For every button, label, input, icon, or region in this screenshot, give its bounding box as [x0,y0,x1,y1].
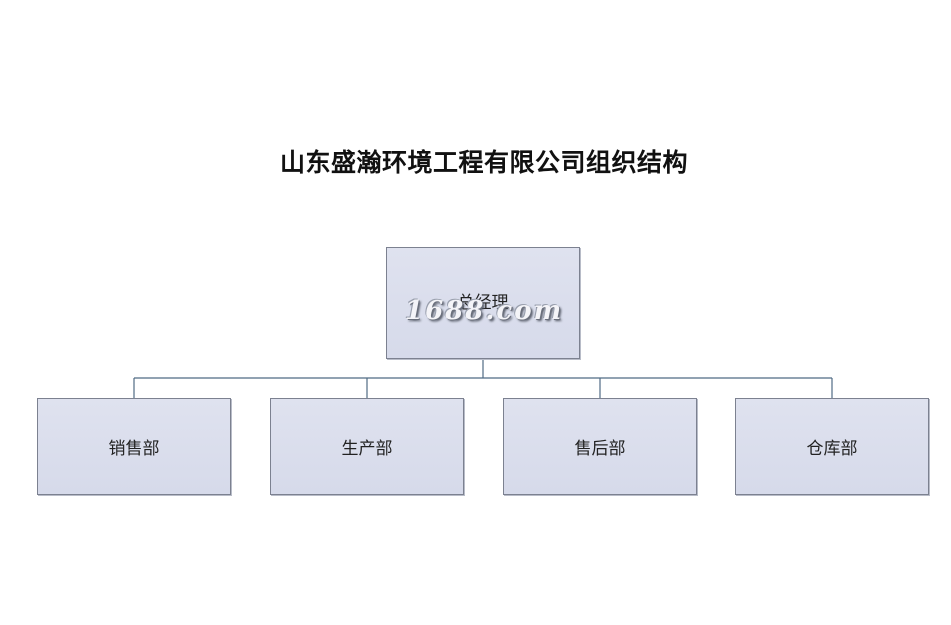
node-general-manager: 总经理 [386,247,580,359]
node-after-sales-dept: 售后部 [503,398,697,495]
watermark-logo: 1688.com [405,296,564,326]
node-after-sales-dept-label: 售后部 [574,439,626,459]
node-general-manager-label: 总经理 [457,292,509,313]
node-sales-dept-label: 销售部 [108,439,160,459]
chart-title: 山东盛瀚环境工程有限公司组织结构 [279,148,688,177]
node-production-dept: 生产部 [270,398,464,495]
node-warehouse-dept: 仓库部 [735,398,929,495]
node-sales-dept: 销售部 [37,398,231,495]
node-production-dept-label: 生产部 [341,439,393,459]
node-warehouse-dept-label: 仓库部 [806,439,858,459]
